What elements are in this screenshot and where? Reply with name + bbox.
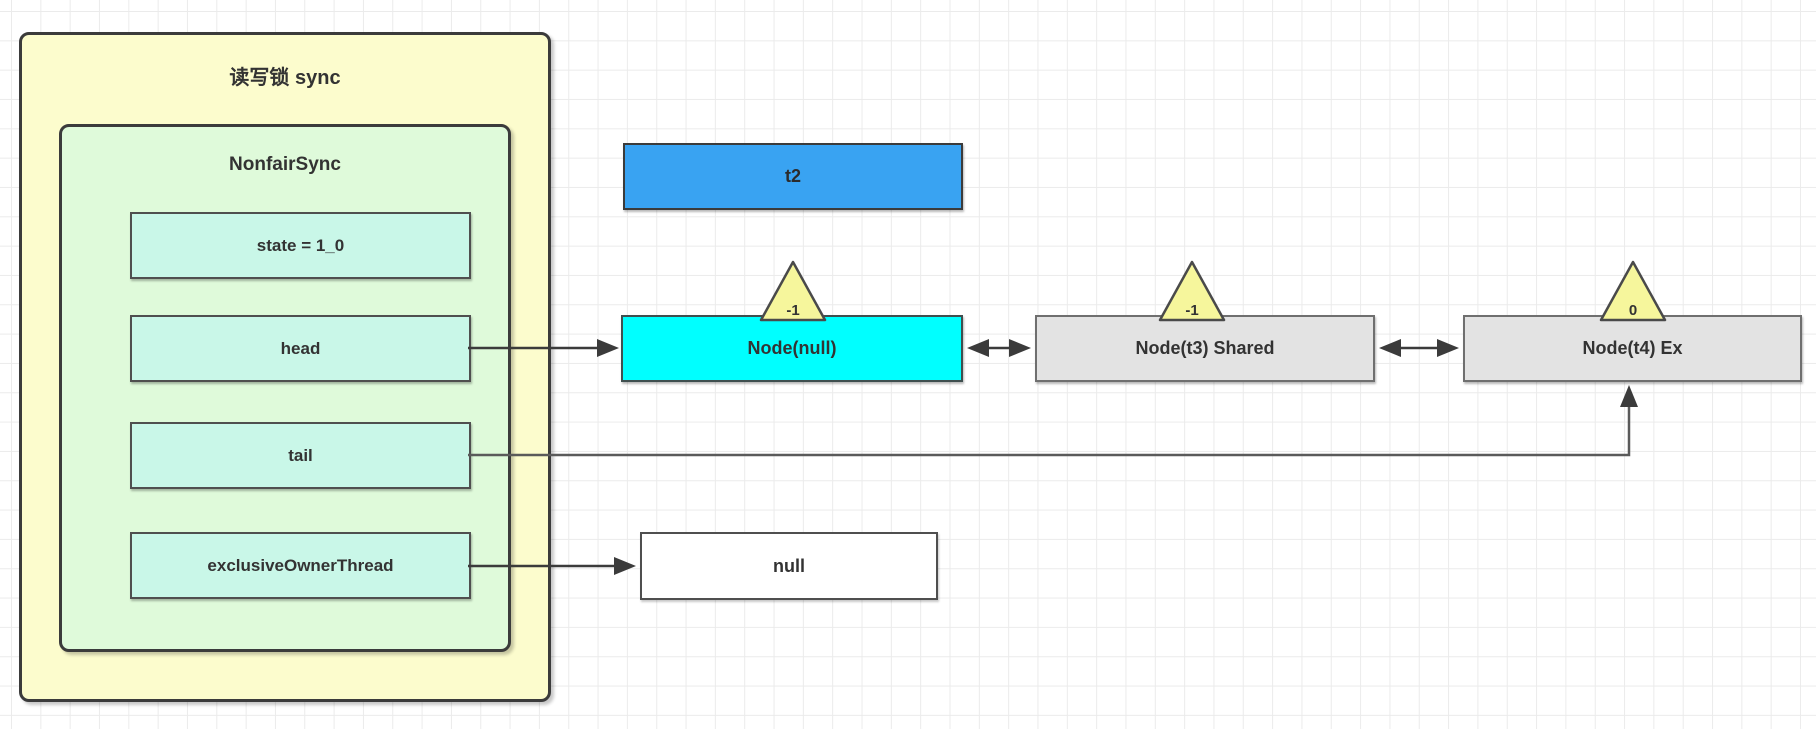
field-exclusive-owner-thread-label: exclusiveOwnerThread	[207, 555, 394, 575]
field-tail-label: tail	[288, 445, 313, 465]
field-head-label: head	[280, 338, 321, 358]
waitstatus-value: -1	[1185, 302, 1199, 319]
nonfairsync-title: NonfairSync	[229, 154, 341, 175]
waitstatus-badge-node-t3[interactable]: -1	[1157, 259, 1227, 323]
triangle-icon	[1158, 260, 1226, 322]
thread-t2-box[interactable]: t2	[623, 143, 963, 210]
connector-node-null-node-t3	[967, 339, 1031, 357]
thread-t2-label: t2	[784, 166, 801, 186]
connector-node-t3-node-t4	[1379, 339, 1459, 357]
sync-group-title: 读写锁 sync	[229, 67, 341, 89]
triangle-icon	[1599, 260, 1667, 322]
field-tail[interactable]: tail	[130, 422, 471, 489]
waitstatus-value: 0	[1628, 302, 1638, 319]
field-head[interactable]: head	[130, 315, 471, 382]
null-value-label: null	[773, 555, 805, 576]
node-null-label: Node(null)	[747, 338, 837, 358]
node-t3-label: Node(t3) Shared	[1135, 338, 1275, 358]
field-state-label: state = 1_0	[256, 235, 345, 255]
node-null-box[interactable]: Node(null)	[621, 315, 963, 382]
node-t4-label: Node(t4) Ex	[1582, 338, 1683, 358]
sync-group-box[interactable]: 读写锁 sync NonfairSync state = 1_0 head ta…	[19, 32, 551, 702]
connector-tail-to-node-t4	[468, 385, 1638, 457]
waitstatus-badge-node-null[interactable]: -1	[758, 259, 828, 323]
waitstatus-value: -1	[786, 302, 800, 319]
waitstatus-badge-node-t4[interactable]: 0	[1598, 259, 1668, 323]
node-t3-box[interactable]: Node(t3) Shared	[1035, 315, 1375, 382]
triangle-icon	[759, 260, 827, 322]
field-exclusive-owner-thread[interactable]: exclusiveOwnerThread	[130, 532, 471, 599]
node-t4-box[interactable]: Node(t4) Ex	[1463, 315, 1802, 382]
null-value-box[interactable]: null	[640, 532, 938, 600]
field-state[interactable]: state = 1_0	[130, 212, 471, 279]
nonfairsync-group-box[interactable]: NonfairSync state = 1_0 head tail exclus…	[59, 124, 511, 652]
